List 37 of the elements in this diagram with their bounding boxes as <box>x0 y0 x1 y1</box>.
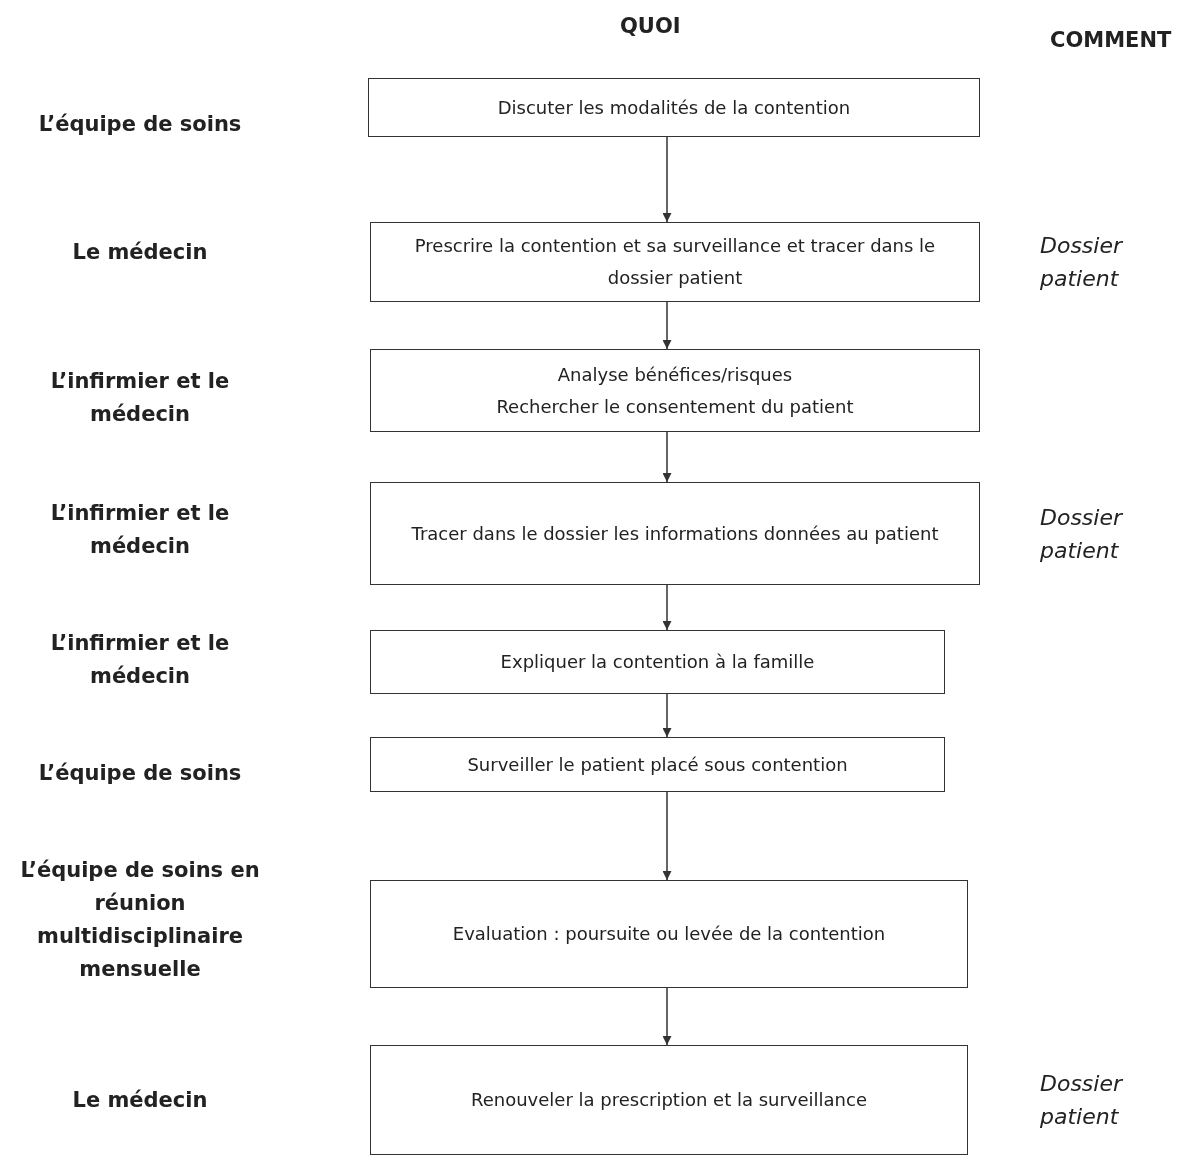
actor-label: L’équipe de soins <box>37 110 243 138</box>
step-text: Renouveler la prescription et la surveillance <box>471 1088 867 1112</box>
process-box <box>370 349 980 432</box>
step-text: Evaluation : poursuite ou levée de la contention <box>452 922 886 946</box>
process-box <box>370 482 980 585</box>
step-text: Expliquer la contention à la famille <box>500 650 815 674</box>
actor-label: Le médecin <box>71 1086 209 1114</box>
process-box <box>368 78 980 137</box>
actor-label: L’infirmier et le médecin <box>49 500 231 560</box>
arrow <box>662 791 672 881</box>
arrow <box>662 301 672 350</box>
actor-label: L’infirmier et le médecin <box>49 368 231 428</box>
step-text: Prescrire la contention et sa surveillance et tracer dans le dossier patient <box>413 234 937 290</box>
document-label: Dossier patient <box>1040 503 1124 565</box>
arrow <box>662 431 672 483</box>
process-box <box>370 880 968 988</box>
actor-label: L’infirmier et le médecin <box>49 630 231 690</box>
actor-label: Le médecin <box>71 238 209 266</box>
step-text: Surveiller le patient placé sous contention <box>467 752 848 777</box>
step-text: Tracer dans le dossier les informations données au patient <box>411 521 939 546</box>
document-label: Dossier patient <box>1040 1070 1124 1131</box>
step-text: Rechercher le consentement du patient <box>496 394 854 419</box>
step-text: Analyse bénéfices/risques <box>557 362 793 387</box>
process-box <box>370 737 945 792</box>
arrow <box>662 987 672 1046</box>
process-box <box>370 630 945 694</box>
arrow <box>662 693 672 738</box>
step-text: Discuter les modalités de la contention <box>497 95 851 120</box>
process-box <box>370 222 980 302</box>
column-heading: COMMENT <box>1050 28 1172 52</box>
arrow <box>662 136 672 223</box>
column-heading: QUOI <box>620 14 681 38</box>
process-box <box>370 1045 968 1155</box>
actor-label: L’équipe de soins <box>37 759 243 787</box>
arrow <box>662 584 672 631</box>
document-label: Dossier patient <box>1040 232 1124 293</box>
actor-label: L’équipe de soins en réunion multidisciplinaire mensuelle <box>20 857 260 983</box>
